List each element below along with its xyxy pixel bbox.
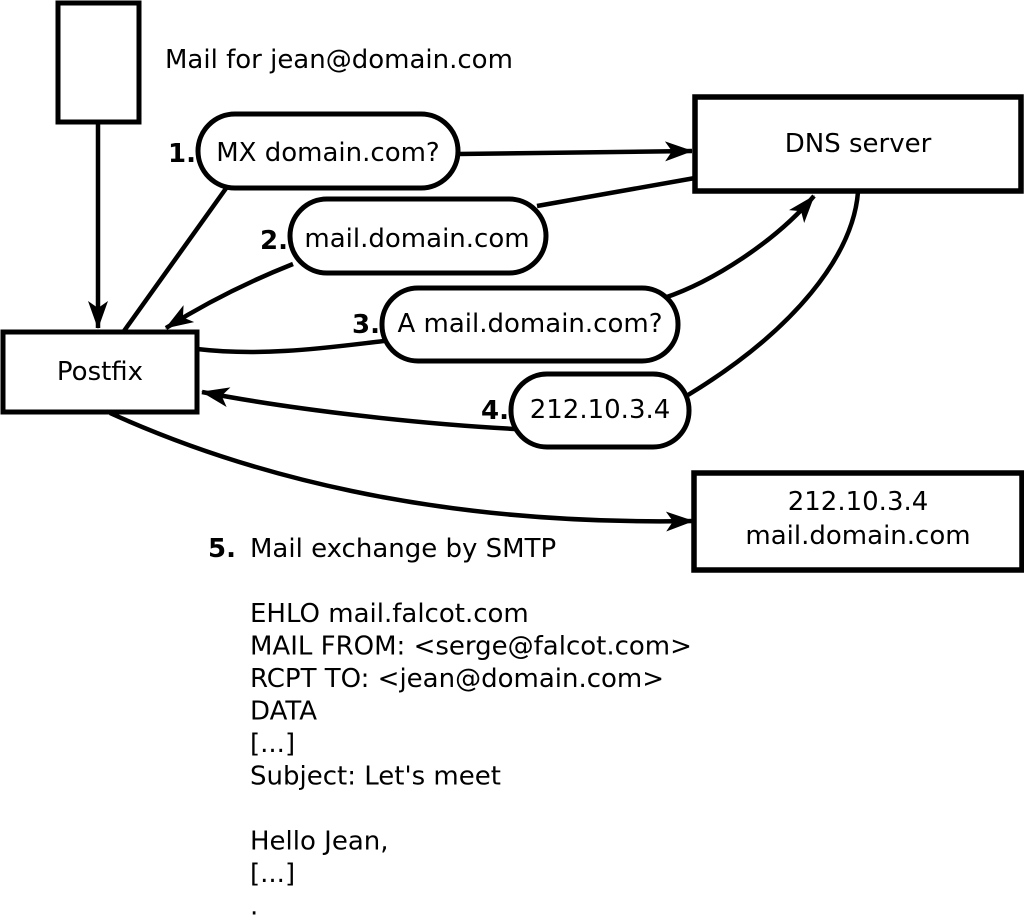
mail-envelope-node bbox=[55, 0, 142, 125]
bubble-step2 bbox=[287, 196, 549, 276]
step5-number: 5. bbox=[208, 534, 236, 564]
postfix-label: Postfix bbox=[57, 357, 143, 387]
bubble-step4 bbox=[508, 371, 692, 450]
line-dns-to-answer4 bbox=[686, 191, 861, 397]
postfix-node bbox=[0, 329, 200, 415]
smtp-line: [...] bbox=[250, 729, 295, 759]
smtp-line: . bbox=[250, 892, 258, 920]
dns-server-node bbox=[692, 94, 1024, 194]
arrow-answer2-to-postfix bbox=[164, 261, 294, 330]
step5-label: Mail exchange by SMTP bbox=[250, 534, 556, 564]
smtp-line: Hello Jean, bbox=[250, 827, 389, 857]
line-postfix-to-query3 bbox=[196, 338, 385, 355]
arrow-smtp-to-mail-server bbox=[109, 410, 694, 532]
dns-server-label: DNS server bbox=[785, 129, 932, 159]
mail-server-node bbox=[691, 470, 1024, 573]
arrow-query1-to-dns bbox=[457, 141, 693, 162]
step2-number: 2. bbox=[260, 226, 288, 256]
arrow-query3-to-dns bbox=[663, 194, 816, 301]
mail-note-label: Mail for jean@domain.com bbox=[165, 45, 513, 75]
arrow-answer4-to-postfix bbox=[201, 387, 517, 432]
step3-number: 3. bbox=[352, 310, 380, 340]
step4-number: 4. bbox=[481, 396, 509, 426]
smtp-line: Subject: Let's meet bbox=[250, 762, 501, 792]
smtp-line: EHLO mail.falcot.com bbox=[250, 599, 529, 629]
smtp-line: MAIL FROM: <serge@falcot.com> bbox=[250, 632, 692, 662]
step4-label: 212.10.3.4 bbox=[530, 395, 671, 425]
step1-label: MX domain.com? bbox=[216, 138, 439, 168]
mail-server-ip-label: 212.10.3.4 bbox=[788, 487, 929, 517]
smtp-line: RCPT TO: <jean@domain.com> bbox=[250, 664, 664, 694]
bubble-step1 bbox=[195, 111, 461, 191]
smtp-line: [...] bbox=[250, 859, 295, 889]
step2-label: mail.domain.com bbox=[304, 224, 529, 254]
smtp-line: DATA bbox=[250, 697, 317, 727]
line-postfix-to-query1 bbox=[122, 185, 229, 333]
smtp-session-block: EHLO mail.falcot.com MAIL FROM: <serge@f… bbox=[250, 599, 692, 922]
step1-number: 1. bbox=[168, 139, 196, 169]
step3-label: A mail.domain.com? bbox=[398, 309, 663, 339]
line-dns-to-answer2 bbox=[536, 175, 696, 209]
mail-server-host-label: mail.domain.com bbox=[745, 521, 970, 551]
bubble-step3 bbox=[379, 285, 681, 364]
